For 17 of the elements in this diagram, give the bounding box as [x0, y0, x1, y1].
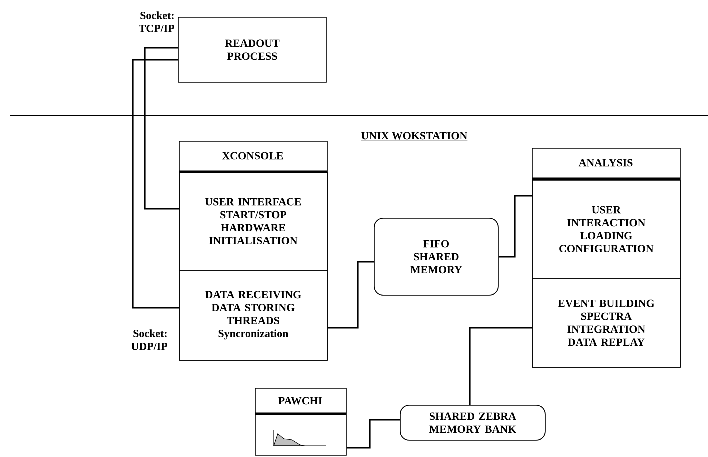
memory-box: SHARED ZEBRA MEMORY BANK [400, 405, 546, 441]
function-section: USER INTERFACE START/STOP HARDWARE INITIALISATION [179, 172, 328, 271]
section-heading: UNIX WOKSTATION [361, 132, 468, 142]
connector-line [346, 419, 400, 449]
socket-label: Socket: TCP/IP [139, 12, 174, 32]
connector-line [469, 327, 532, 405]
function-section: EVENT BUILDING SPECTRA INTEGRATION DATA REPLAY [532, 278, 681, 368]
function-section: DATA RECEIVING DATA STORING THREADS Syncronization [179, 270, 328, 361]
program-box: PAWCHI [255, 388, 347, 456]
socket-label: Socket: UDP/IP [132, 330, 168, 350]
connector-line [498, 195, 532, 258]
connector-line [132, 59, 179, 309]
connector-line [328, 261, 374, 329]
process-box: READOUT PROCESS [178, 17, 327, 83]
memory-box: FIFO SHARED MEMORY [374, 218, 499, 296]
connector-line [144, 47, 179, 210]
function-section: USER INTERACTION LOADING CONFIGURATION [532, 180, 681, 279]
